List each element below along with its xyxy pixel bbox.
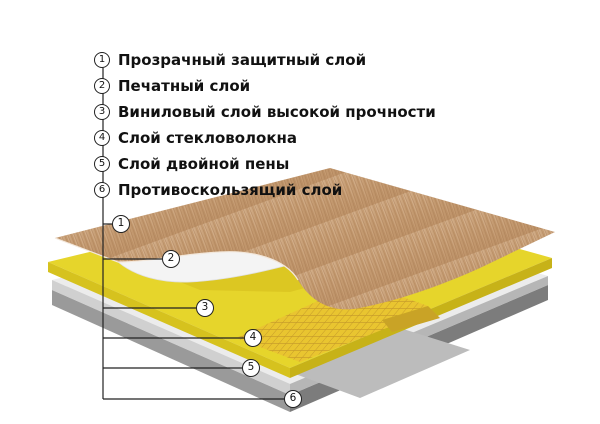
fiberglass-edge bbox=[382, 306, 440, 332]
legend-number: 5 bbox=[94, 156, 110, 172]
legend-label: Печатный слой bbox=[118, 77, 251, 95]
legend-item-2: 2 Печатный слой bbox=[94, 76, 574, 102]
legend-item-4: 4 Слой стекловолокна bbox=[94, 128, 574, 154]
legend-number: 4 bbox=[94, 130, 110, 146]
legend-number: 1 bbox=[94, 52, 110, 68]
wood-layer-edge bbox=[54, 237, 299, 281]
legend-item-1: 1 Прозрачный защитный слой bbox=[94, 50, 574, 76]
legend-label: Прозрачный защитный слой bbox=[118, 51, 367, 69]
legend-item-6: 6 Противоскользящий слой bbox=[94, 180, 574, 206]
legend-item-5: 5 Слой двойной пены bbox=[94, 154, 574, 180]
vinyl-layer-side-left bbox=[48, 262, 290, 378]
leader-lines bbox=[102, 197, 284, 400]
legend-number: 6 bbox=[94, 182, 110, 198]
legend: 1 Прозрачный защитный слой 2 Печатный сл… bbox=[94, 50, 574, 206]
legend-label: Слой стекловолокна bbox=[118, 129, 298, 147]
callout-1: 1 bbox=[112, 215, 130, 233]
legend-label: Противоскользящий слой bbox=[118, 181, 343, 199]
wood-layer bbox=[55, 168, 555, 310]
legend-number: 3 bbox=[94, 104, 110, 120]
callout-4: 4 bbox=[244, 329, 262, 347]
legend-label: Виниловый слой высокой прочности bbox=[118, 103, 436, 121]
base-layer-side-left bbox=[52, 290, 290, 412]
legend-number: 2 bbox=[94, 78, 110, 94]
callout-2: 2 bbox=[162, 250, 180, 268]
foam-exposed bbox=[290, 328, 470, 398]
callout-5: 5 bbox=[242, 359, 260, 377]
legend-label: Слой двойной пены bbox=[118, 155, 290, 173]
callout-3: 3 bbox=[196, 299, 214, 317]
legend-item-3: 3 Виниловый слой высокой прочности bbox=[94, 102, 574, 128]
callout-6: 6 bbox=[284, 390, 302, 408]
